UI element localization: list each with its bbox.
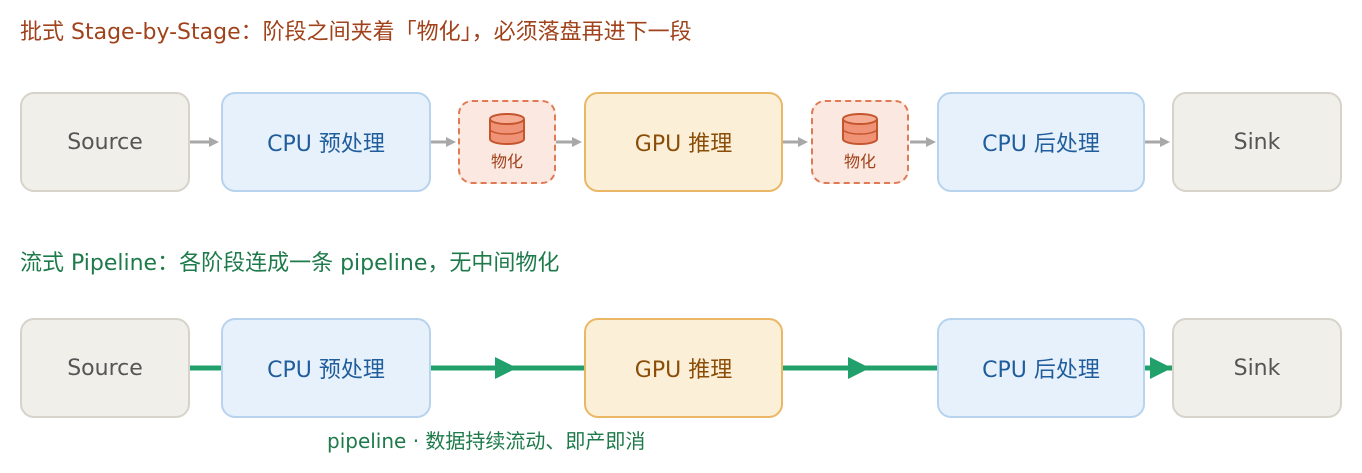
pipeline-arrowhead-3	[1150, 357, 1172, 379]
pipeline-caption: pipeline · 数据持续流动、即产即消	[327, 429, 646, 453]
batch-cpu-postprocess-box: CPU 后处理	[937, 92, 1145, 192]
stream-cpu-postprocess-box: CPU 后处理	[937, 318, 1145, 418]
batch-title: 批式 Stage-by-Stage：阶段之间夹着「物化」，必须落盘再进下一段	[20, 20, 692, 45]
stream-gpu-inference-box: GPU 推理	[584, 318, 783, 418]
materialize-label: 物化	[490, 152, 523, 171]
batch-cpu-preprocess-box: CPU 预处理	[221, 92, 431, 192]
pipeline-arrowhead-1	[495, 357, 517, 379]
stream-title: 流式 Pipeline：各阶段连成一条 pipeline，无中间物化	[20, 251, 560, 276]
batch-materialize-2: 物化	[811, 100, 909, 184]
batch-source-box: Source	[20, 92, 190, 192]
batch-materialize-1: 物化	[458, 100, 556, 184]
stream-cpu-preprocess-box: CPU 预处理	[221, 318, 431, 418]
stream-source-box: Source	[20, 318, 190, 418]
batch-gpu-inference-box: GPU 推理	[584, 92, 783, 192]
stream-sink-box: Sink	[1172, 318, 1342, 418]
batch-sink-box: Sink	[1172, 92, 1342, 192]
database-cylinder-icon	[489, 113, 525, 145]
materialize-label: 物化	[843, 152, 876, 171]
pipeline-arrowhead-2	[848, 357, 870, 379]
database-cylinder-icon	[842, 113, 878, 145]
